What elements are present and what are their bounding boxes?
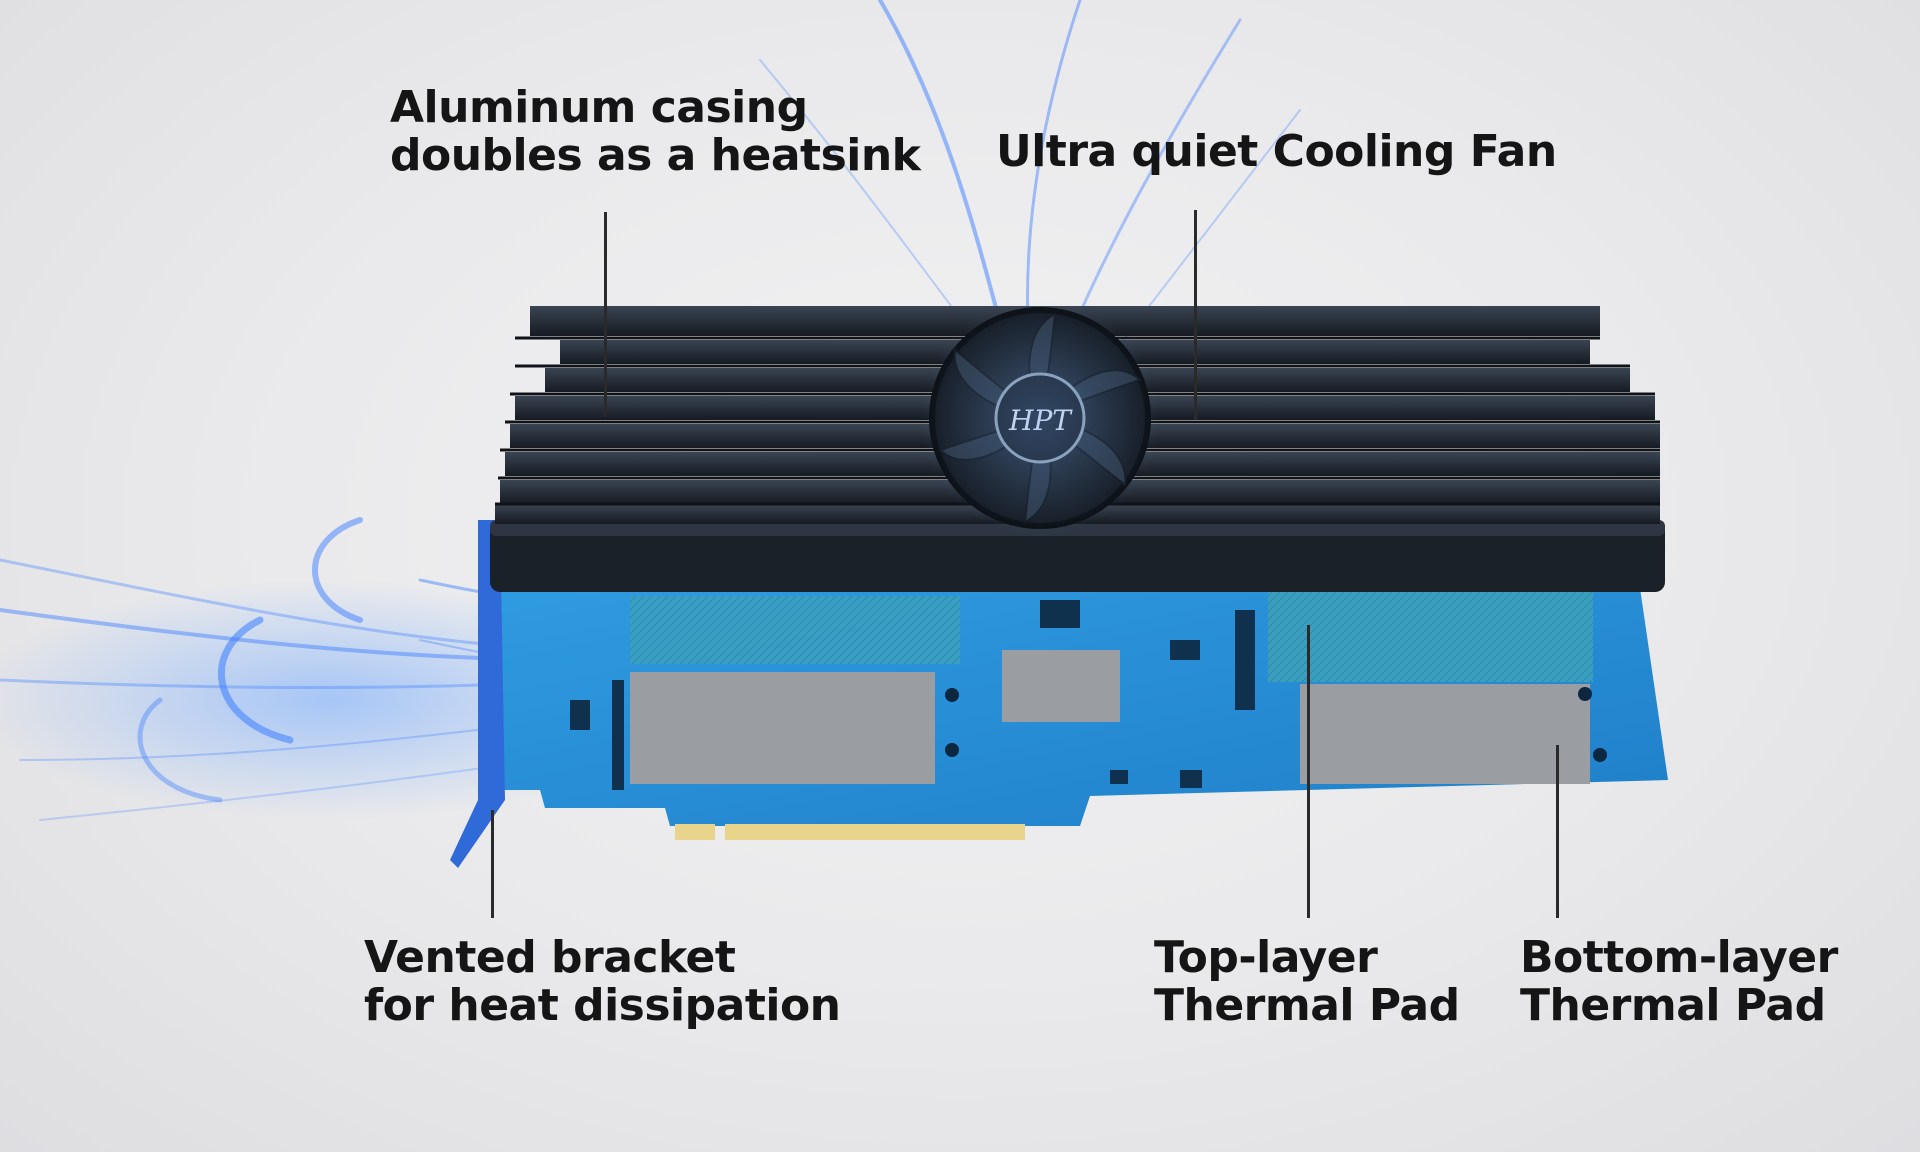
callout-vented-bracket-line2: for heat dissipation [364, 980, 841, 1031]
leader-aluminum-casing [604, 212, 607, 417]
callout-bottom-thermal-pad-line1: Bottom-layer [1520, 932, 1838, 983]
callout-vented-bracket-line1: Vented bracket [364, 932, 736, 983]
callout-aluminum-casing: Aluminum casing doubles as a heatsink [390, 82, 921, 181]
leader-top-thermal-pad [1307, 625, 1310, 918]
pcie-gold-contacts [725, 824, 1025, 840]
vented-bracket [450, 520, 505, 868]
leader-cooling-fan [1194, 210, 1197, 420]
cooling-fan: HPT [920, 298, 1160, 538]
callout-aluminum-casing-line2: doubles as a heatsink [390, 130, 921, 181]
top-thermal-pad [1268, 590, 1593, 682]
bottom-thermal-pad [1300, 684, 1590, 784]
leader-bottom-thermal-pad [1556, 745, 1559, 918]
callout-bottom-thermal-pad: Bottom-layer Thermal Pad [1520, 934, 1838, 1030]
callout-top-thermal-pad: Top-layer Thermal Pad [1154, 934, 1460, 1030]
callout-top-thermal-pad-line1: Top-layer [1154, 932, 1378, 983]
callout-vented-bracket: Vented bracket for heat dissipation [364, 934, 841, 1030]
pcb-board [450, 520, 1668, 868]
leader-vented-bracket [491, 810, 494, 918]
callout-bottom-thermal-pad-line2: Thermal Pad [1520, 980, 1826, 1031]
callout-cooling-fan: Ultra quiet Cooling Fan [996, 128, 1557, 176]
callout-cooling-fan-line1: Ultra quiet Cooling Fan [996, 126, 1557, 177]
callout-aluminum-casing-line1: Aluminum casing [390, 82, 808, 133]
bottom-thermal-pad-left [630, 672, 935, 784]
callout-top-thermal-pad-line2: Thermal Pad [1154, 980, 1460, 1031]
